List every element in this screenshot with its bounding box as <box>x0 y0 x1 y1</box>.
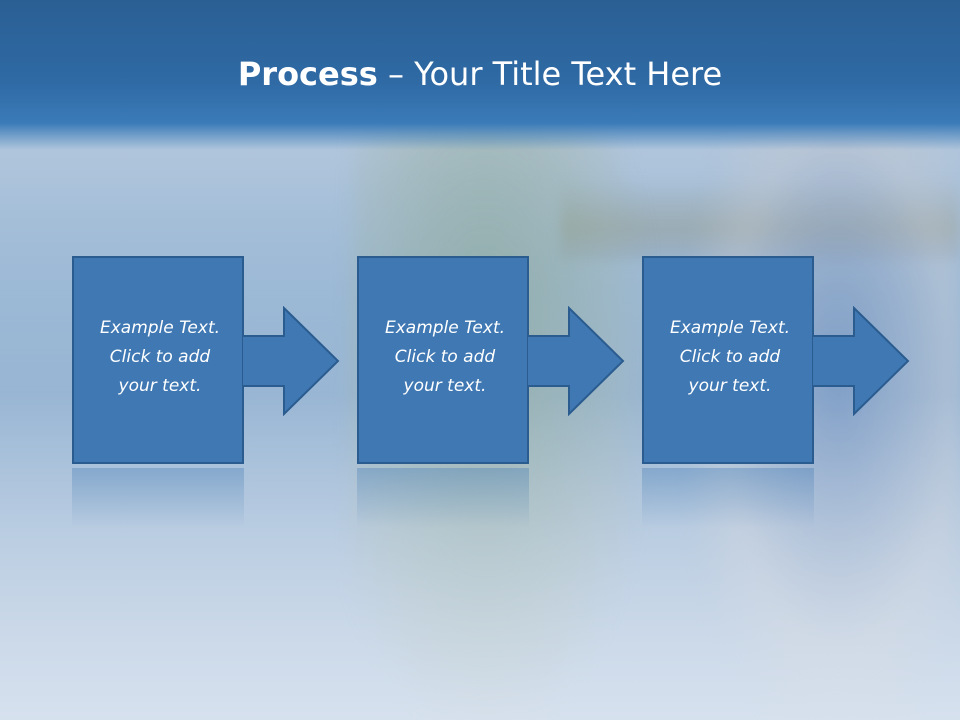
right-arrow-icon <box>242 306 340 416</box>
step-text-line: your text. <box>403 376 487 396</box>
step-text-line: Example Text. <box>99 318 221 338</box>
process-step-1[interactable]: Example Text. Click to add your text. <box>72 256 352 528</box>
title-bold: Process <box>237 55 378 93</box>
process-step-2[interactable]: Example Text. Click to add your text. <box>357 256 637 528</box>
step-box[interactable]: Example Text. Click to add your text. <box>642 256 814 464</box>
step-text-line: Click to add <box>394 347 496 367</box>
step-text-line: Click to add <box>109 347 211 367</box>
step-reflection <box>72 468 244 528</box>
step-text-line: your text. <box>118 376 202 396</box>
right-arrow-icon <box>812 306 910 416</box>
step-box[interactable]: Example Text. Click to add your text. <box>357 256 529 464</box>
step-text[interactable]: Example Text. Click to add your text. <box>644 314 816 401</box>
step-text[interactable]: Example Text. Click to add your text. <box>359 314 531 401</box>
step-text-line: Example Text. <box>669 318 791 338</box>
title-band <box>0 0 960 150</box>
right-arrow-icon <box>527 306 625 416</box>
step-text-line: your text. <box>688 376 772 396</box>
step-text[interactable]: Example Text. Click to add your text. <box>74 314 246 401</box>
step-text-line: Click to add <box>679 347 781 367</box>
step-text-line: Example Text. <box>384 318 506 338</box>
step-reflection <box>642 468 814 528</box>
slide-title[interactable]: Process – Your Title Text Here <box>0 52 960 96</box>
process-step-3[interactable]: Example Text. Click to add your text. <box>642 256 922 528</box>
title-rest: – Your Title Text Here <box>377 55 723 93</box>
step-box[interactable]: Example Text. Click to add your text. <box>72 256 244 464</box>
step-reflection <box>357 468 529 528</box>
